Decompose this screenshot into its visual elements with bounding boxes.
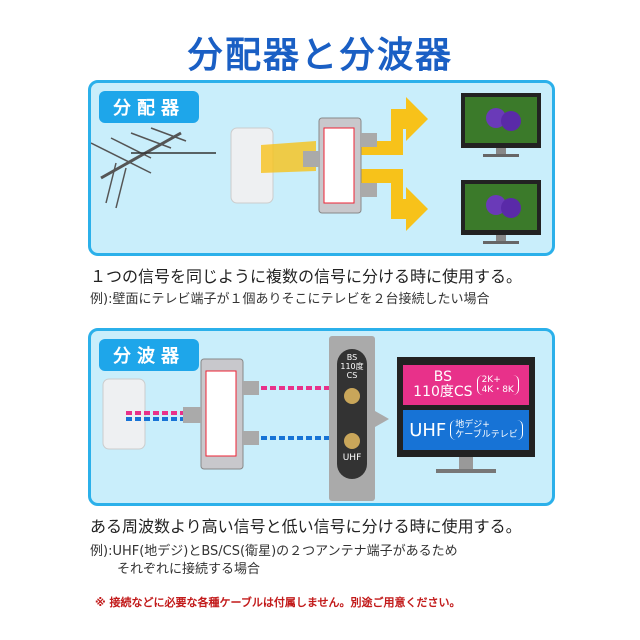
cable-note: ※ 接続などに必要な各種ケーブルは付属しません。別途ご用意ください。 bbox=[95, 596, 461, 609]
arrow-icon bbox=[356, 169, 428, 231]
separator-description: ある周波数より高い信号と低い信号に分ける時に使用する。 bbox=[90, 517, 522, 536]
splitter-description: １つの信号を同じように複数の信号に分ける時に使用する。 bbox=[90, 267, 523, 286]
tv-icon bbox=[461, 180, 541, 244]
separator-tag: 分波器 bbox=[99, 339, 199, 371]
tv-uhf-label: UHF bbox=[409, 419, 447, 441]
splitter-device-icon bbox=[303, 117, 377, 214]
splitter-panel: 分配器 bbox=[88, 80, 555, 256]
uhf-port-label: UHF bbox=[342, 453, 362, 463]
separator-example-1: 例):UHF(地デジ)とBS/CS(衛星)の２つアンテナ端子があるため bbox=[90, 544, 458, 559]
tv-uhf-band: UHF 地デジ+ ケーブルテレビ bbox=[403, 410, 529, 450]
splitter-diagram bbox=[91, 93, 541, 244]
uhf-port-icon bbox=[344, 433, 360, 449]
splitter-tag: 分配器 bbox=[99, 91, 199, 123]
bs-port-icon bbox=[344, 388, 360, 404]
tv-bs-note: 2K+ 4K・8K bbox=[476, 375, 519, 395]
bs-port-label: BS 110度CS bbox=[340, 353, 364, 380]
antenna-icon bbox=[91, 127, 216, 209]
tv-icon bbox=[461, 93, 541, 157]
splitter-example: 例):壁面にテレビ端子が１個ありそこにテレビを２台接続したい場合 bbox=[90, 292, 490, 307]
arrow-icon bbox=[356, 97, 428, 155]
separator-example-2: それぞれに接続する場合 bbox=[117, 562, 261, 577]
tv-bs-label: BS 110度CS bbox=[413, 369, 473, 400]
tv-uhf-note: 地デジ+ ケーブルテレビ bbox=[450, 420, 523, 440]
separator-device-icon bbox=[183, 358, 259, 470]
wall-plate bbox=[337, 349, 367, 479]
page-title: 分配器と分波器 bbox=[186, 35, 453, 76]
tv-bs-band: BS 110度CS 2K+ 4K・8K bbox=[403, 365, 529, 405]
separator-panel: 分波器 BS 110度CS UHF BS 110度CS 2K+ 4K・8K UH… bbox=[88, 328, 555, 506]
